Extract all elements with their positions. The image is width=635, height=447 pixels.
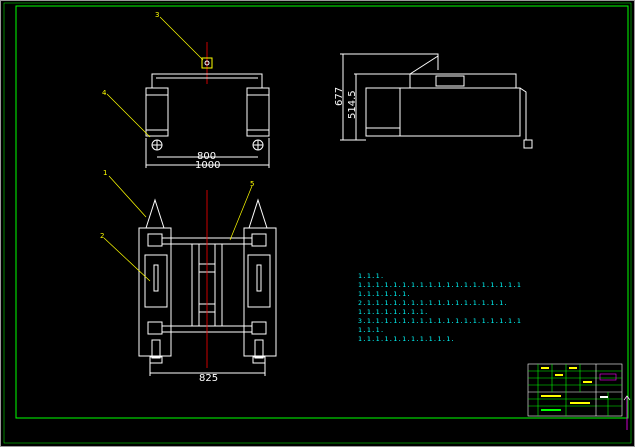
dim-1000-label: 1000: [195, 160, 220, 171]
left-lower-bracket: [147, 321, 163, 335]
tb-mark-6: [541, 395, 561, 397]
left-foot-wheel: [149, 356, 163, 364]
note-line-2: 1.1.1.1.1.1.1.1.1.1.1.1.1.1.1.1.1.1.1: [358, 281, 521, 289]
tb-mark-2: [555, 374, 563, 376]
front-leaders: [106, 16, 204, 138]
lifting-hook-block: [201, 57, 213, 69]
tb-mark-5: [599, 373, 617, 381]
note-line-6: 3.1.1.1.1.1.1.1.1.1.1.1.1.1.1.1.1.1.1: [358, 317, 521, 325]
tb-mark-4: [583, 381, 592, 383]
left-foot: [151, 339, 161, 359]
title-block: [527, 363, 623, 417]
tb-mark-7: [570, 402, 590, 404]
callout-tank: 2: [100, 232, 104, 240]
leader-bow: [108, 175, 147, 218]
leader-left-body: [106, 93, 151, 138]
callout-left-body: 4: [102, 89, 107, 97]
right-upper-bracket: [251, 233, 267, 247]
dim-514-label: 514.5: [347, 90, 358, 119]
note-line-7: 1.1.1.: [358, 326, 384, 334]
right-tank: [247, 254, 271, 308]
title-block-marks: [541, 367, 617, 411]
left-side-column: [138, 227, 172, 357]
dim-677-label: 677: [334, 87, 345, 106]
front-view: [145, 42, 270, 168]
right-foot-wheel: [252, 356, 266, 364]
inner-border: [15, 5, 629, 419]
side-wheel: [523, 139, 533, 149]
top-view: [138, 198, 277, 376]
left-tank: [144, 254, 168, 308]
right-pontoon: [246, 87, 270, 137]
dim-825-label: 825: [199, 373, 218, 384]
note-line-8: 1.1.1.1.1.1.1.1.1.1.1.: [358, 335, 455, 343]
left-pontoon: [145, 87, 169, 137]
note-line-3: 1.1.1.1.1.1.: [358, 290, 411, 298]
right-tank-slot: [256, 264, 262, 292]
leader-right-bow: [229, 185, 253, 241]
secondary-border: [3, 2, 632, 444]
top-leaders: [103, 175, 253, 282]
leader-tank: [103, 237, 151, 282]
tb-mark-9: [541, 409, 561, 411]
right-bow: [248, 198, 268, 229]
left-tank-slot: [153, 264, 159, 292]
right-side-column: [243, 227, 277, 357]
side-tail: [519, 87, 532, 141]
side-frame-diag: [409, 55, 439, 75]
note-line-4: 2.1.1.1.1.1.1.1.1.1.1.1.1.1.1.1.1.: [358, 299, 508, 307]
callout-right-bow: 5: [250, 180, 254, 188]
right-lower-bracket: [251, 321, 267, 335]
tb-mark-3: [569, 367, 577, 369]
dim-800-label: 800: [197, 151, 216, 162]
technical-notes: 1.1.1. 1.1.1.1.1.1.1.1.1.1.1.1.1.1.1.1.1…: [358, 272, 521, 343]
callout-bow: 1: [103, 169, 107, 177]
tb-marker-arrow: [623, 395, 631, 401]
right-foot: [254, 339, 264, 359]
note-line-5: 1.1.1.1.1.1.1.1.: [358, 308, 429, 316]
note-line-1: 1.1.1.: [358, 272, 384, 280]
lifting-beam: [151, 73, 263, 88]
side-cab: [435, 75, 465, 87]
hook-eye: [204, 60, 210, 66]
side-top-frame: [343, 53, 439, 70]
side-main-hull: [365, 87, 521, 137]
tb-mark-1: [541, 367, 549, 369]
tb-mark-8: [600, 396, 608, 398]
left-upper-bracket: [147, 233, 163, 247]
title-block-border: [527, 363, 623, 417]
left-bow: [145, 198, 165, 229]
leader-hook: [159, 16, 204, 61]
callout-hook: 3: [155, 11, 159, 19]
side-view: [340, 53, 533, 149]
